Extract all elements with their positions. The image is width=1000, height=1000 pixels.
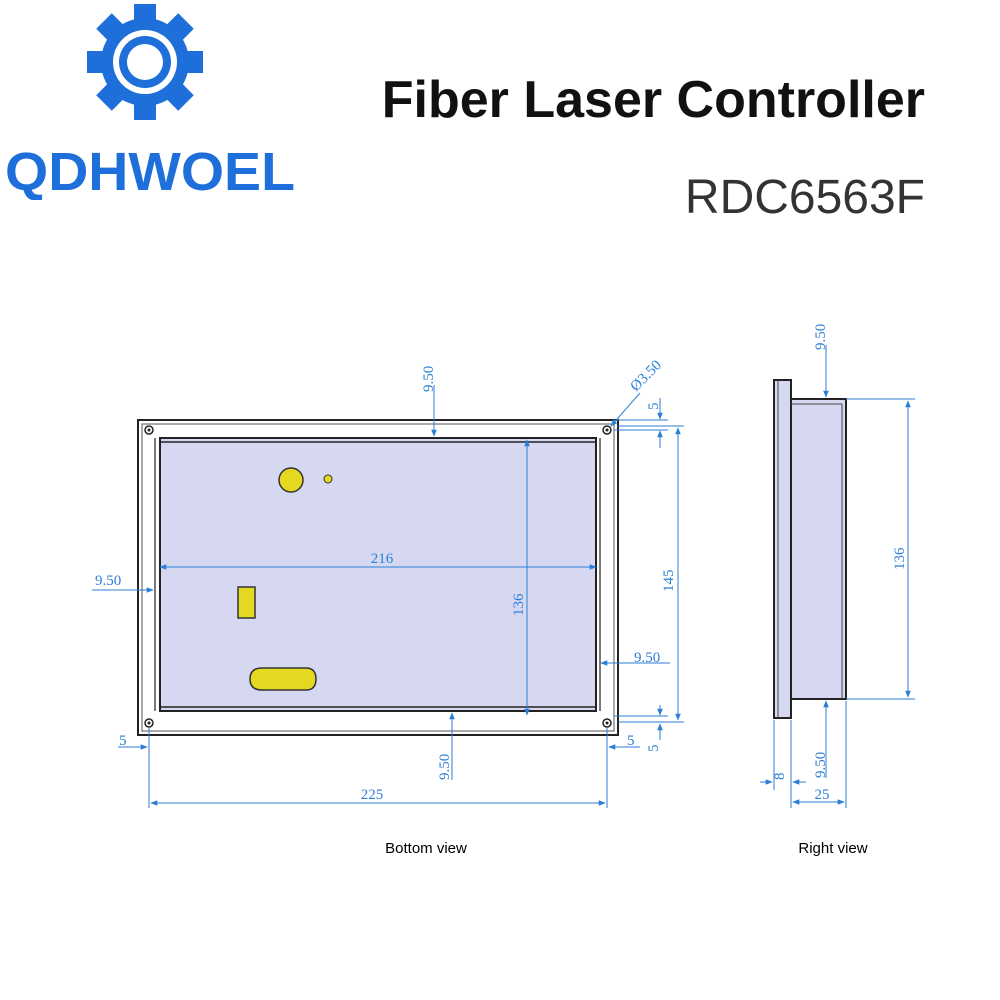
power-connector	[278, 467, 304, 493]
model-number: RDC6563F	[684, 171, 925, 224]
dim-outer-width: 225	[361, 787, 384, 803]
right-view-body	[790, 398, 847, 700]
dim-left-margin: 9.50	[95, 573, 121, 589]
dim-bottom-right-offset-v: 5	[646, 745, 662, 753]
dim-top-right-offset: 5	[646, 403, 662, 411]
mounting-hole-top-right	[602, 425, 612, 435]
bottom-view: 9.50 Ø3.50 5 216 9.50 136 145 9.50 5	[92, 357, 684, 857]
dim-inner-height: 136	[511, 593, 527, 616]
brand-logo: QDHWOEL	[5, 4, 295, 200]
dim-bottom-margin: 9.50	[437, 754, 453, 780]
right-view-label: Right view	[798, 840, 867, 857]
indicator-led	[323, 474, 333, 484]
dim-inner-width: 216	[371, 551, 394, 567]
mounting-hole-bottom-left	[144, 718, 154, 728]
dim-bottom-top-margin: 9.50	[421, 366, 437, 392]
dim-right-flange: 8	[772, 773, 788, 781]
mounting-hole-bottom-right	[602, 718, 612, 728]
right-view: 9.50 136 9.50 8 25 Right view	[760, 324, 915, 857]
dim-bottom-right-offset-h: 5	[627, 733, 635, 749]
dim-right-height: 136	[892, 547, 908, 570]
switch-component	[237, 586, 256, 619]
dim-right-margin: 9.50	[634, 650, 660, 666]
right-view-flange	[773, 379, 792, 719]
dim-right-depth: 25	[815, 787, 830, 803]
page-title: Fiber Laser Controller	[381, 71, 925, 129]
dim-right-bottom-margin: 9.50	[813, 752, 829, 778]
brand-name: QDHWOEL	[5, 142, 295, 200]
dim-hole-diameter: Ø3.50	[628, 357, 666, 395]
bottom-view-panel	[159, 437, 597, 712]
mounting-hole-top-left	[144, 425, 154, 435]
dim-right-top-margin: 9.50	[813, 324, 829, 350]
bottom-view-label: Bottom view	[385, 840, 467, 857]
bottom-view-outer-inset	[141, 423, 615, 732]
dim-bottom-left-offset: 5	[119, 733, 127, 749]
db-serial-port	[249, 667, 317, 691]
dim-outer-height: 145	[661, 570, 677, 593]
